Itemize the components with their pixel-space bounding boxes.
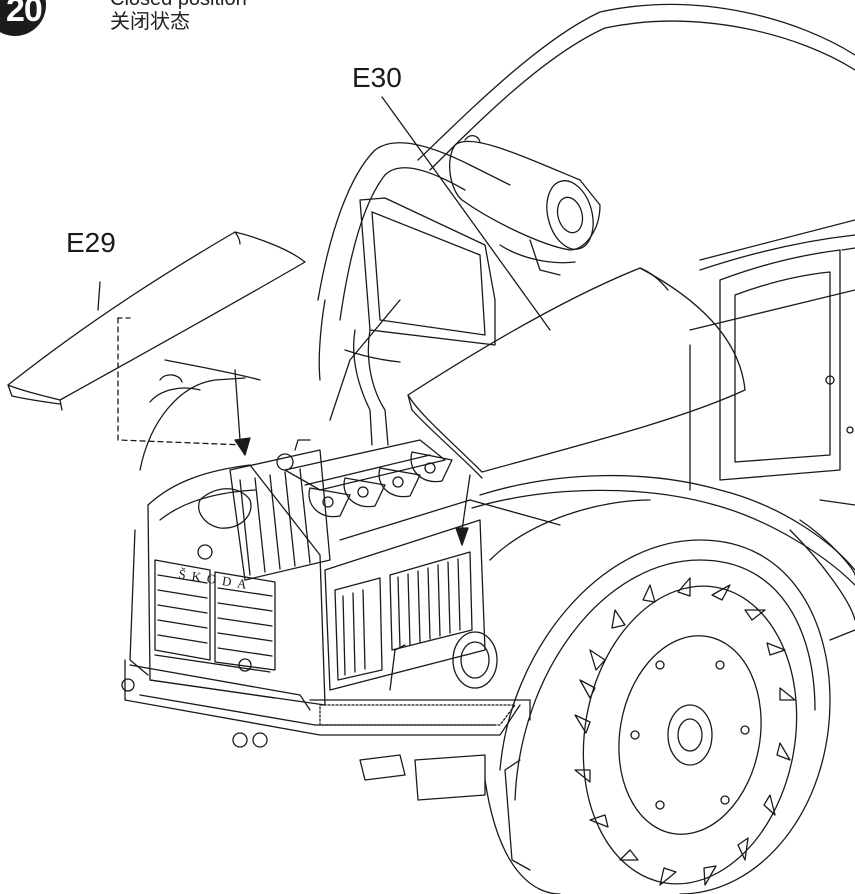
side-panel-louvers bbox=[325, 520, 497, 690]
air-cleaner bbox=[450, 136, 601, 275]
leader-lines bbox=[98, 97, 550, 545]
caption-english: Closed position bbox=[110, 0, 247, 11]
label-e30: E30 bbox=[352, 62, 402, 93]
cab-body bbox=[418, 4, 855, 505]
caption-chinese: 关闭状态 bbox=[110, 11, 190, 33]
front-fender bbox=[140, 360, 855, 585]
windshield-frame bbox=[318, 143, 510, 420]
cylinder-head-4 bbox=[411, 452, 452, 482]
front-bumper bbox=[122, 660, 530, 800]
cylinder-head-3 bbox=[379, 468, 420, 497]
part-e30-hood-panel bbox=[408, 268, 745, 478]
step-number: 20 bbox=[6, 0, 43, 29]
skoda-emblem bbox=[198, 545, 212, 559]
label-e29: E29 bbox=[66, 227, 116, 258]
step-number-badge: 20 bbox=[0, 0, 46, 36]
front-wheel bbox=[485, 540, 830, 894]
engine bbox=[199, 440, 452, 580]
grille-slats-left bbox=[158, 575, 207, 643]
intake-pipe bbox=[319, 300, 388, 445]
cylinder-head-1 bbox=[309, 488, 350, 517]
wheel-spikes bbox=[575, 578, 795, 885]
grille-slats-right bbox=[218, 588, 272, 656]
part-e29-hood-panel bbox=[8, 232, 305, 410]
rear-wheel-edge bbox=[790, 520, 855, 640]
cylinder-head-2 bbox=[344, 478, 385, 507]
radiator-grille: ŠKODA bbox=[130, 465, 325, 710]
step-caption: Closed position 关闭状态 bbox=[110, 0, 247, 34]
